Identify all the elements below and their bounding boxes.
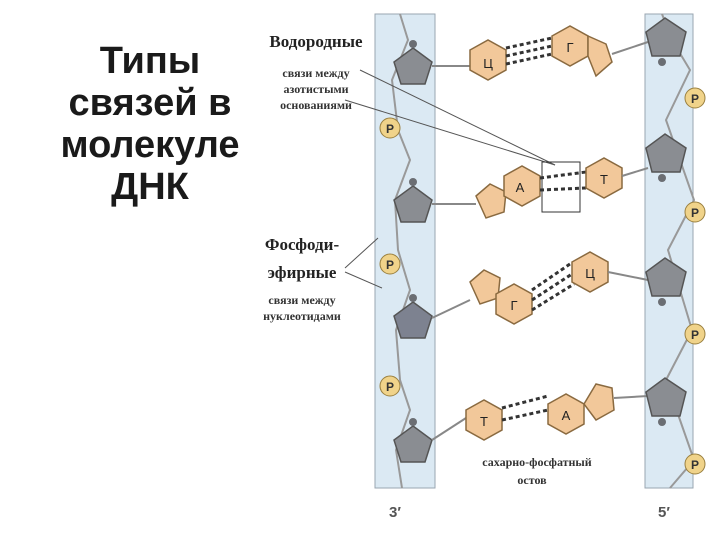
title-line-1: Типы [99, 40, 201, 82]
sugar-pentagon-left-1 [393, 47, 433, 85]
hbond-2a [539, 170, 587, 180]
base-right-ring-4 [583, 383, 615, 421]
phosphate-right-2 [684, 201, 706, 223]
phosphate-right-label-3: P [691, 328, 699, 342]
hbond-1c [505, 52, 553, 66]
o-atom-right-2 [658, 174, 666, 182]
phospho-title-line-2: эфирные [268, 263, 337, 282]
sugar-pentagon-right-4 [645, 377, 687, 417]
hbond-3b [531, 272, 573, 302]
hbond-3c [531, 282, 575, 312]
base-left-letter-3: Г [510, 298, 517, 313]
link-left-4 [431, 417, 467, 441]
link-right-1 [611, 41, 649, 55]
hydrogen-bonds-title: Водородные [269, 32, 363, 51]
sugar-pentagon-right-2 [645, 133, 687, 173]
base-right-letter-4: А [562, 408, 571, 423]
title-line-2: связей в [68, 82, 232, 124]
base-right-letter-2: Т [600, 172, 608, 187]
sugar-pentagon-left-2 [393, 185, 433, 223]
base-right-ring-1 [587, 34, 613, 78]
title-line-3: молекуле [60, 124, 240, 166]
base-left-hexagon-2 [503, 165, 541, 207]
slide-title: Типы связей в молекуле ДНК [40, 40, 260, 208]
base-left-hexagon-1 [469, 39, 507, 81]
phosphate-right-label-1: P [691, 92, 699, 106]
sugar-pentagon-right-1 [645, 17, 687, 57]
link-right-3 [607, 271, 649, 281]
sugar-pentagon-left-3 [393, 301, 433, 339]
left-backbone-line [390, 13, 412, 489]
hydrogen-desc-line-1: связи между [282, 66, 349, 80]
phosphate-right-label-4: P [691, 458, 699, 472]
base-left-letter-1: Ц [483, 56, 493, 71]
phosphate-right-1 [684, 87, 706, 109]
phosphate-left-3 [379, 375, 401, 397]
o-atom-right-1 [658, 58, 666, 66]
right-backbone-line [661, 13, 696, 489]
phosphate-right-3 [684, 323, 706, 345]
sugar-pentagon-right-3 [645, 257, 687, 297]
end-label-right: 5′ [658, 504, 670, 521]
hbond-4b [501, 408, 549, 422]
phosphate-left-2 [379, 253, 401, 275]
link-left-3 [431, 299, 471, 319]
base-left-ring-3 [469, 269, 501, 305]
left-strand-column [374, 13, 436, 489]
title-line-4: ДНК [111, 166, 189, 208]
base-left-letter-4: Т [480, 414, 488, 429]
o-atom-left-1 [409, 40, 417, 48]
phospho-pointer-line-2 [344, 271, 383, 289]
hbond-1b [505, 44, 553, 58]
phosphate-left-label-1: P [386, 122, 394, 136]
hbond-4a [501, 394, 549, 410]
hydrogen-desc-line-3: основаниями [280, 98, 352, 112]
o-atom-right-4 [658, 418, 666, 426]
backbone-desc-line-1: сахарно-фосфатный [482, 455, 592, 469]
phosphate-right-label-2: P [691, 206, 699, 220]
hbond-3a [531, 262, 571, 292]
backbone-desc-line-2: остов [517, 473, 547, 487]
hbond-1a [505, 36, 553, 50]
hydrogen-pointer-line-2 [344, 99, 556, 166]
hbond-2b [539, 186, 587, 192]
phosphate-right-4 [684, 453, 706, 475]
phospho-pointer-line-1 [344, 237, 379, 269]
hydrogen-desc-line-2: азотистыми [283, 82, 348, 96]
phosphate-left-label-2: P [386, 258, 394, 272]
base-right-letter-1: Г [566, 40, 573, 55]
link-right-2 [621, 167, 649, 177]
hydrogen-bond-highlight-box [541, 161, 581, 213]
base-left-letter-2: А [516, 180, 525, 195]
end-label-left: 3′ [389, 504, 401, 521]
base-left-hexagon-3 [495, 283, 533, 325]
o-atom-right-3 [658, 298, 666, 306]
base-right-hexagon-4 [547, 393, 585, 435]
phospho-desc-line-1: связи между [268, 293, 335, 307]
base-right-hexagon-2 [585, 157, 623, 199]
phosphate-left-1 [379, 117, 401, 139]
phospho-desc-line-2: нуклеотидами [263, 309, 341, 323]
sugar-pentagon-left-4 [393, 425, 433, 463]
o-atom-left-2 [409, 178, 417, 186]
o-atom-left-3 [409, 294, 417, 302]
base-right-hexagon-3 [571, 251, 609, 293]
link-right-4 [613, 395, 649, 399]
base-right-letter-3: Ц [585, 266, 595, 281]
base-left-ring-2 [475, 183, 507, 219]
o-atom-left-4 [409, 418, 417, 426]
phosphate-left-label-3: P [386, 380, 394, 394]
hydrogen-pointer-line-1 [359, 69, 556, 166]
phospho-title-line-1: Фосфоди- [265, 235, 340, 254]
base-left-hexagon-4 [465, 399, 503, 441]
